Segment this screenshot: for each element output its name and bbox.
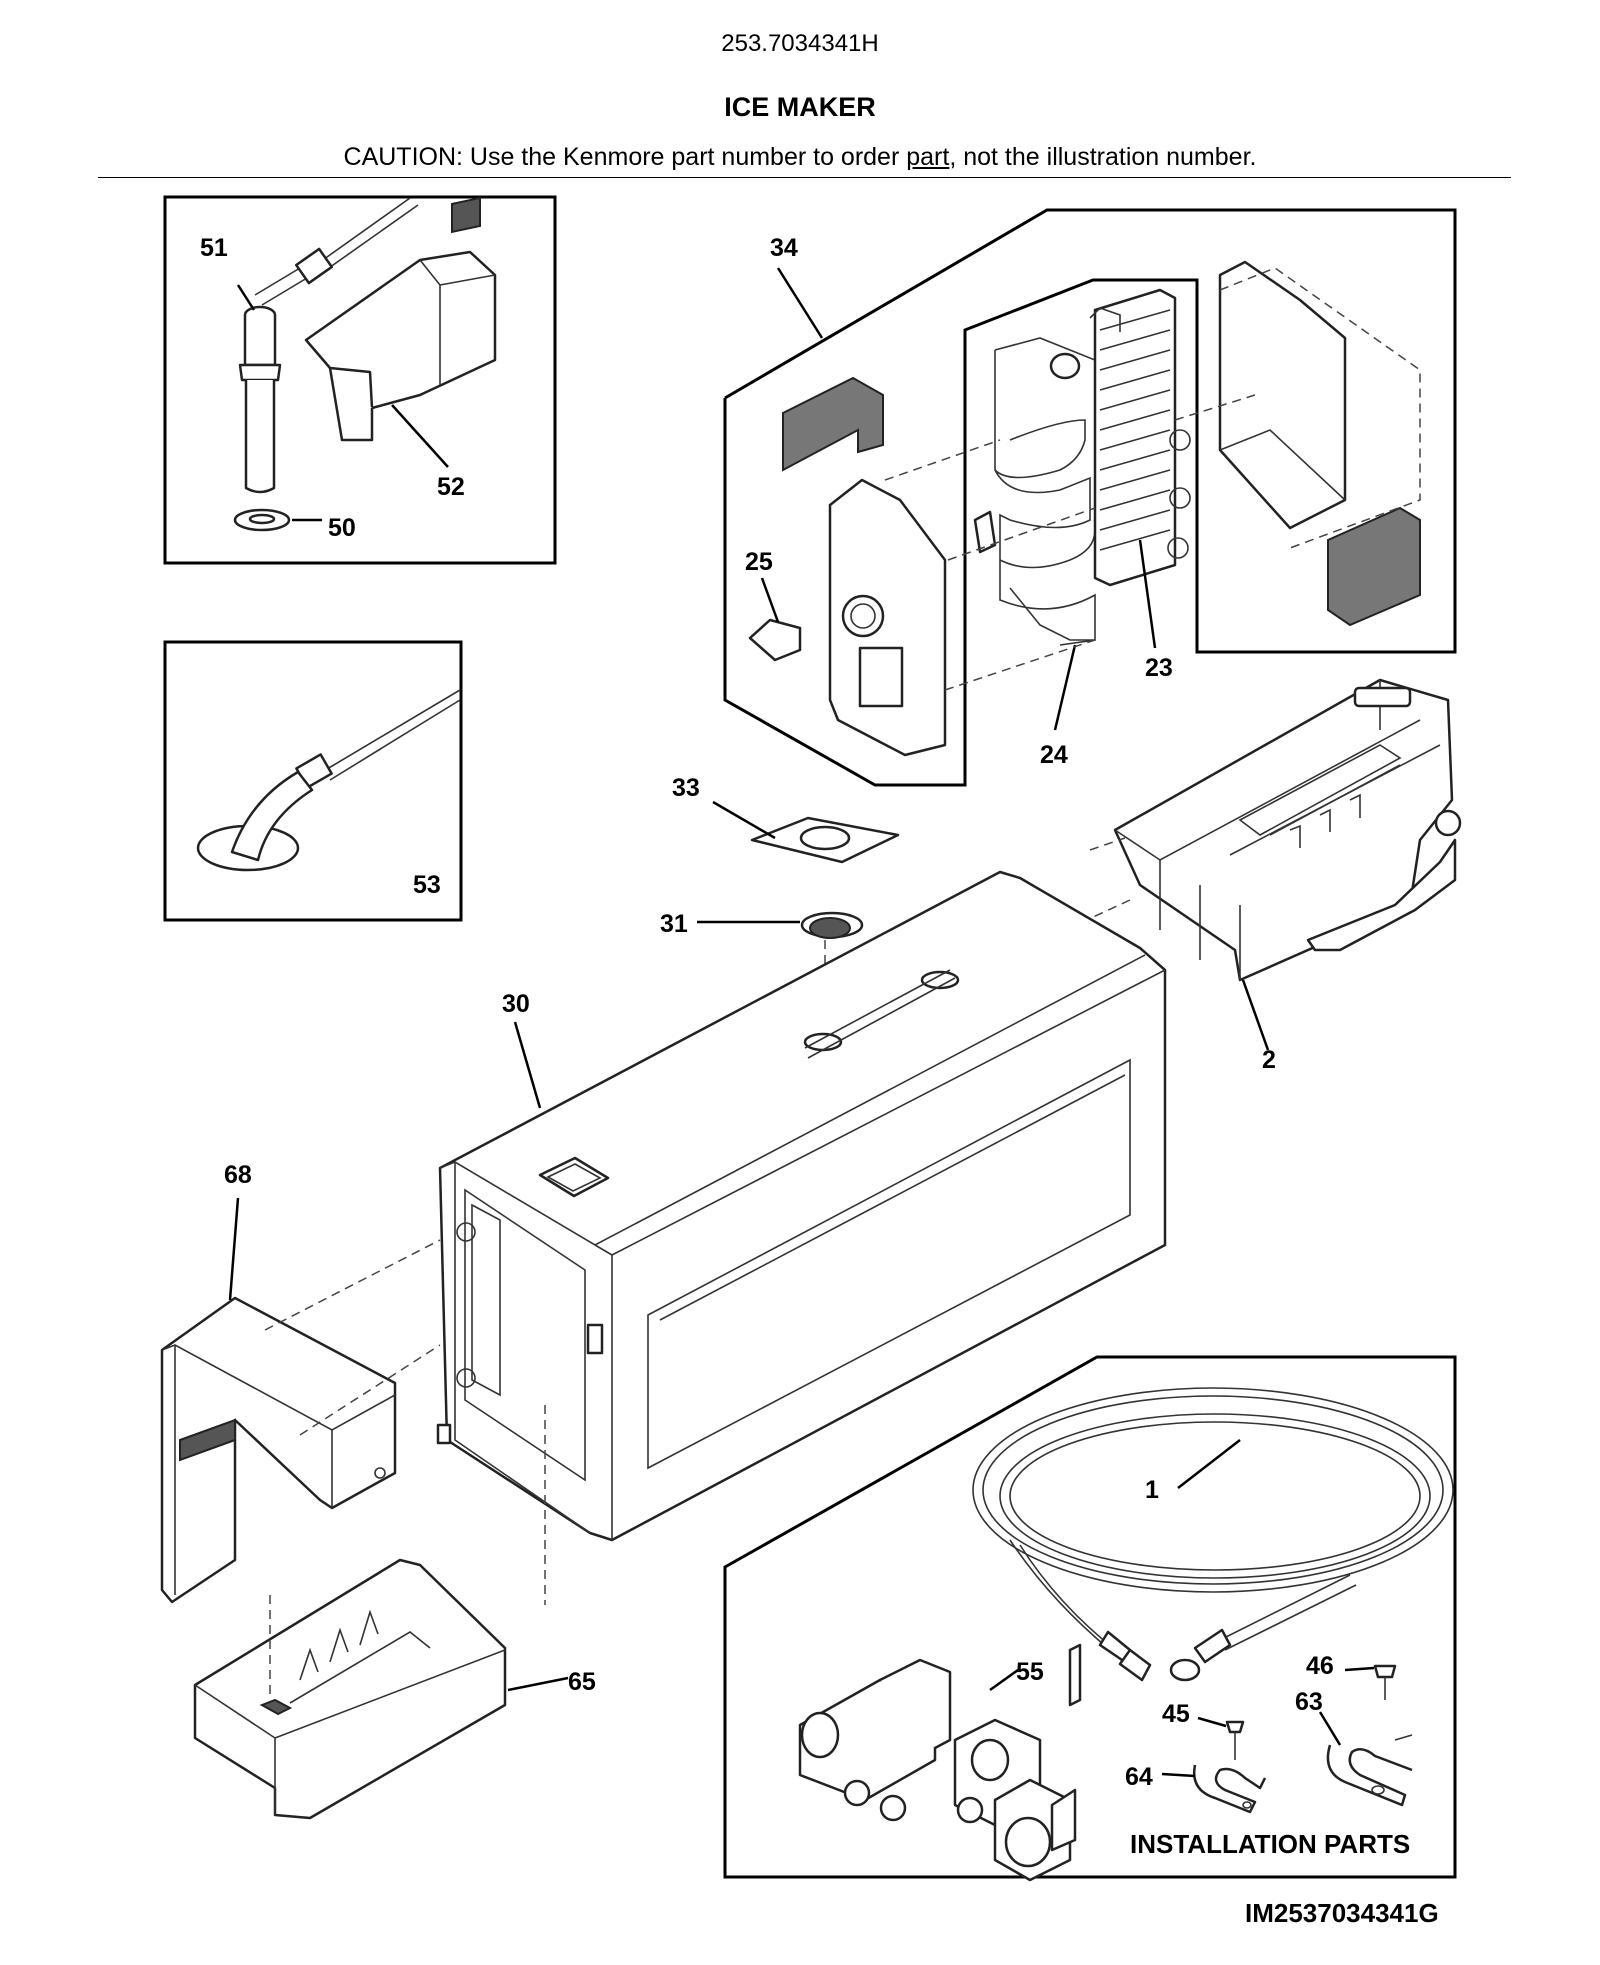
callout-25: 25 [745,548,773,576]
fill-cover-part-52 [304,196,497,442]
assembly-part-34: 25 23 24 34 [723,208,1457,787]
leader-34 [776,267,824,339]
rear-cover-edge [1219,429,1346,501]
callout-68: 68 [224,1161,252,1189]
installation-parts-box: 1 55 45 64 [723,1355,1457,1882]
fin-block-part-23 [1089,288,1191,587]
callout-52: 52 [437,473,465,501]
water-line-53 [321,689,461,781]
callout-64: 64 [1125,1763,1153,1791]
rear-cover [1218,260,1347,530]
inset-frame-53 [163,640,463,922]
bin-part-65 [193,1558,507,1820]
evaporator-coil-part-24 [973,337,1096,646]
thermostat-bulb [1049,352,1081,380]
clip-part-25 [748,618,802,662]
leader-46 [1344,1666,1375,1672]
leader-23 [1138,539,1157,649]
callout-63: 63 [1295,1688,1323,1716]
screw-part-45 [1225,1720,1245,1760]
leader-65 [507,1676,569,1692]
housing-tab [586,1323,604,1355]
callout-2: 2 [1262,1046,1276,1074]
callout-30: 30 [502,990,530,1018]
leader-45 [1197,1716,1227,1728]
bent-tube-53 [230,770,314,862]
callout-46: 46 [1306,1652,1334,1680]
housing-clip [436,1423,452,1445]
installation-parts-label: INSTALLATION PARTS [1130,1829,1410,1859]
callout-50: 50 [328,514,356,542]
leader-64 [1161,1772,1196,1778]
grommet-part-31: 31 [660,910,864,939]
caution-note: CAUTION: Use the Kenmore part number to … [0,143,1600,172]
caution-part-link[interactable]: part [906,143,950,171]
model-number: 253.7034341H [721,30,879,57]
callout-51: 51 [200,234,228,262]
leader-55 [989,1668,1019,1692]
inset-fill-tube-alt: 53 [163,640,463,922]
callout-23: 23 [1145,654,1173,682]
leader-25 [760,577,780,623]
leader-1 [1177,1439,1241,1489]
callout-1: 1 [1145,1476,1159,1504]
callout-65: 65 [568,1668,596,1696]
harness-connector [1353,686,1412,708]
inset-fill-tube-assembly: 51 52 50 [163,195,557,565]
leader-33 [712,800,776,840]
callout-34: 34 [770,234,798,262]
inset-frame [163,195,557,565]
plate-hole [841,594,885,638]
gasket-part-33: 33 [672,774,900,864]
clamp-part-63 [1326,1734,1413,1807]
plate-cutout [858,646,904,708]
leader-30 [513,1021,542,1109]
leader-51 [236,284,256,311]
shutoff-arm [1306,838,1457,952]
header-divider [98,177,1511,178]
leader-2 [1241,979,1270,1051]
ice-maker-module-part-2 [1113,678,1462,982]
leader-63 [1318,1711,1342,1746]
connector-24 [973,510,997,554]
leader-68 [228,1197,240,1301]
frame-34-outer [724,208,1457,654]
water-valve-part-55 [798,1643,1082,1882]
water-line [254,267,308,306]
clamp-part-64 [1192,1764,1267,1814]
foam-block-upper [782,376,884,472]
leader-24 [1053,644,1077,731]
callout-53: 53 [413,871,441,899]
front-cover-part-68 [160,1296,397,1604]
frame-34-inner [723,278,1199,787]
housing-hole-rear [920,970,960,990]
caution-text-end: , not the illustration number. [949,143,1257,171]
alignment-lines-34 [884,267,1421,691]
installation-frame [723,1355,1457,1879]
leader-52 [391,404,449,468]
fill-tube-part-51 [238,305,282,494]
alignment-68 [264,1239,546,1605]
callout-24: 24 [1040,741,1068,769]
water-line-coil-part-1 [972,1387,1454,1682]
caution-text-start: CAUTION: Use the Kenmore part number to … [343,143,907,171]
gasket-part-50 [233,508,291,532]
line-coupler [294,247,334,285]
screw-part-46 [1373,1664,1397,1700]
water-line-upper [319,197,419,271]
page-title: ICE MAKER [724,92,876,122]
callout-55: 55 [1016,1658,1044,1686]
foam-block-lower [1327,506,1421,627]
housing-hole-front [803,1032,843,1052]
callout-31: 31 [660,910,688,938]
callout-45: 45 [1162,1700,1190,1728]
callout-33: 33 [672,774,700,802]
alignment-2 [999,837,1131,961]
pivot [1434,809,1462,837]
drawing-id: IM2537034341G [1245,1898,1439,1928]
plate-hole-inner [850,603,876,629]
housing-part-30 [436,870,1167,1542]
housing-fill-port [538,1156,610,1198]
